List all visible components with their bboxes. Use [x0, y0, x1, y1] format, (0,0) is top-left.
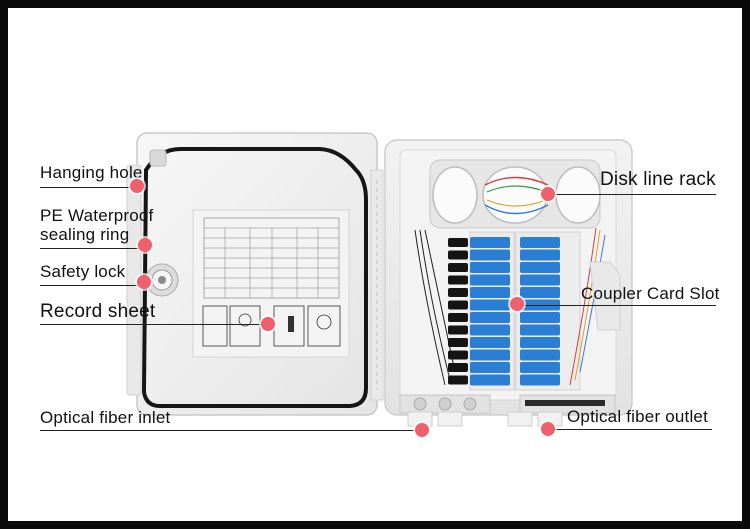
sc-connector-left — [448, 263, 468, 272]
sc-adapter-right — [520, 312, 560, 323]
marker-pe-waterproof — [138, 238, 152, 252]
sc-adapter-left — [470, 374, 510, 386]
sc-adapter-right — [520, 349, 560, 361]
sc-connector-left — [448, 300, 468, 310]
sc-adapter-left — [470, 337, 510, 348]
leader-disk-line-rack — [548, 194, 716, 195]
label-pe-waterproof-2: sealing ring — [40, 225, 130, 244]
disk-rack-center — [482, 166, 548, 224]
leader-coupler-card-slot — [519, 305, 716, 306]
cable-glands — [407, 411, 563, 427]
leader-optical-fiber-inlet — [40, 430, 422, 431]
sc-adapter-right — [520, 324, 560, 336]
sc-connector-left — [448, 350, 468, 360]
leader-optical-fiber-outlet — [548, 429, 712, 430]
hinge — [370, 169, 384, 401]
sc-adapter-left — [470, 312, 510, 323]
sc-adapter-left — [470, 287, 510, 298]
sc-adapter-left — [470, 349, 510, 361]
label-record-sheet: Record sheet — [40, 301, 156, 322]
enclosure-lid — [126, 132, 378, 416]
coupler-array — [448, 237, 560, 386]
label-optical-fiber-outlet: Optical fiber outlet — [567, 407, 709, 426]
sc-adapter-right — [520, 237, 560, 248]
sc-adapter-right — [520, 262, 560, 273]
sc-adapter-right — [520, 374, 560, 386]
sc-connector-left — [448, 288, 468, 297]
leader-record-sheet — [40, 324, 268, 325]
sc-adapter-left — [470, 362, 510, 373]
sc-adapter-left — [470, 262, 510, 273]
marker-safety-lock — [137, 275, 151, 289]
leader-hanging-hole — [40, 187, 140, 188]
marker-hanging-hole — [130, 179, 144, 193]
sc-adapter-left — [470, 237, 510, 248]
sc-adapter-right — [520, 362, 560, 373]
sc-adapter-left — [470, 324, 510, 336]
marker-disk-line-rack — [541, 187, 555, 201]
label-optical-fiber-inlet: Optical fiber inlet — [40, 408, 171, 427]
sc-adapter-right — [520, 249, 560, 261]
sc-connector-left — [448, 375, 468, 385]
marker-record-sheet — [261, 317, 275, 331]
marker-optical-fiber-inlet — [415, 423, 429, 437]
leader-pe-waterproof — [40, 248, 148, 249]
sc-connector-left — [448, 238, 468, 247]
waterproof-gasket — [141, 146, 368, 408]
sc-connector-left — [448, 313, 468, 322]
sc-adapter-right — [520, 274, 560, 286]
sc-adapter-left — [470, 249, 510, 261]
leader-safety-lock — [40, 285, 146, 286]
label-pe-waterproof-1: PE Waterproof — [40, 206, 154, 225]
sc-connector-left — [448, 275, 468, 285]
disk-rack-left — [432, 166, 478, 224]
label-safety-lock: Safety lock — [40, 262, 126, 281]
marker-optical-fiber-outlet — [541, 422, 555, 436]
label-coupler-card-slot: Coupler Card Slot — [581, 284, 720, 303]
sc-connector-left — [448, 325, 468, 335]
sc-connector-left — [448, 250, 468, 260]
disk-rack-right — [555, 166, 601, 224]
record-sheet — [192, 209, 350, 358]
sc-adapter-left — [470, 299, 510, 311]
marker-coupler-card-slot — [510, 297, 524, 311]
sc-adapter-right — [520, 287, 560, 298]
label-disk-line-rack: Disk line rack — [600, 169, 716, 190]
label-hanging-hole: Hanging hole — [40, 163, 143, 182]
sc-connector-left — [448, 338, 468, 347]
sc-adapter-right — [520, 337, 560, 348]
sc-connector-left — [448, 363, 468, 372]
sc-adapter-left — [470, 274, 510, 286]
